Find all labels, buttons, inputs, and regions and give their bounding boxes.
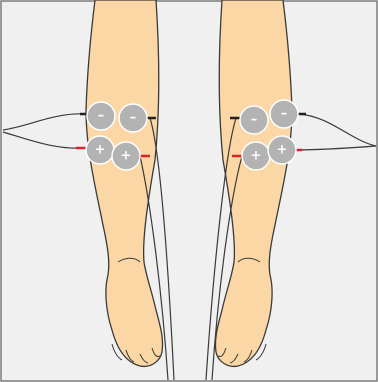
electrode-pad-icon: +	[86, 136, 114, 164]
pad-symbol: +	[95, 143, 106, 158]
electrode-pad-icon: –	[87, 102, 115, 130]
electrode-pad-icon: +	[242, 142, 270, 170]
pad-symbol: +	[121, 149, 132, 164]
pad-symbol: –	[281, 107, 288, 122]
electrode-pad-icon: –	[119, 104, 147, 132]
pad-symbol: –	[130, 111, 137, 126]
electrode-pad-icon: –	[240, 106, 268, 134]
pad-symbol: –	[251, 113, 258, 128]
electrode-pad-icon: +	[112, 142, 140, 170]
pad-symbol: +	[277, 143, 288, 158]
pad-symbol: –	[98, 109, 105, 124]
pad-symbol: +	[251, 149, 262, 164]
electrode-pad-icon: –	[270, 100, 298, 128]
electrode-pad-icon: +	[268, 136, 296, 164]
